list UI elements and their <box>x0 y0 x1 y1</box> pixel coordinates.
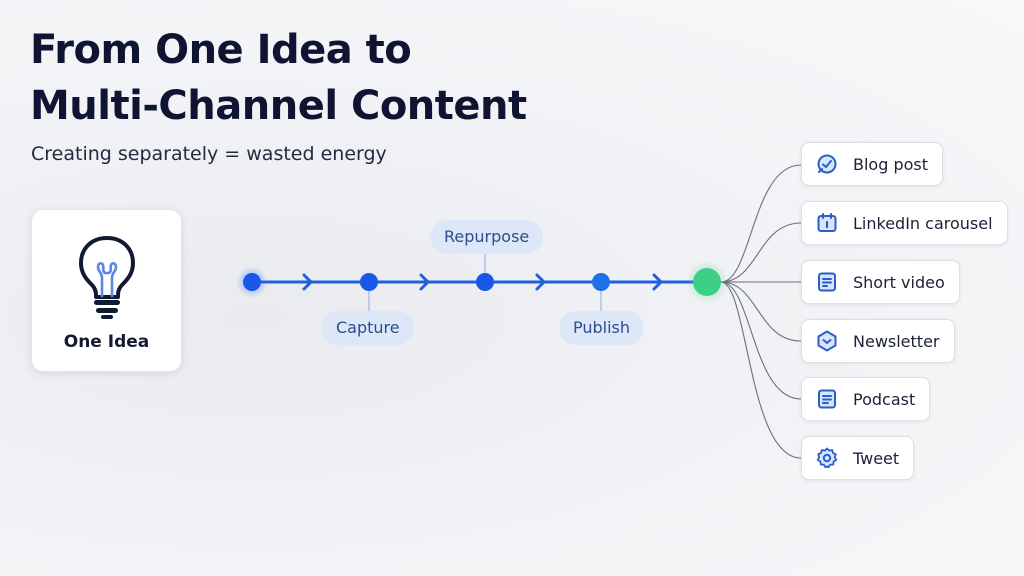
arrow-chevron-2 <box>419 273 430 291</box>
repurpose-node <box>476 273 494 291</box>
title-line-2: Multi-Channel Content <box>30 83 527 129</box>
step-publish-label: Publish <box>573 318 631 337</box>
branch-lines <box>720 164 802 459</box>
page-title: From One Idea to Multi-Channel Content <box>30 22 527 134</box>
one-idea-card: One Idea <box>31 209 182 372</box>
channel-blog-post: Blog post <box>801 142 944 186</box>
channel-newsletter-label: Newsletter <box>853 331 940 351</box>
channel-podcast: Podcast <box>801 377 931 421</box>
channel-tweet: Tweet <box>801 436 915 480</box>
step-capture: Capture <box>322 311 414 345</box>
channel-linkedin-carousel-label: LinkedIn carousel <box>853 213 993 233</box>
lightbulb-icon <box>79 236 135 319</box>
channel-linkedin-carousel: LinkedIn carousel <box>801 201 1008 245</box>
channel-short-video-label: Short video <box>853 272 945 292</box>
end-node <box>693 268 721 296</box>
capture-node <box>360 273 378 291</box>
podcast-icon <box>818 389 836 409</box>
start-node <box>243 273 261 291</box>
step-repurpose: Repurpose <box>430 220 544 254</box>
branch-line-tweet <box>720 281 802 459</box>
carousel-icon <box>817 213 837 232</box>
channel-tweet-label: Tweet <box>853 448 900 468</box>
channel-short-video: Short video <box>801 260 960 304</box>
branch-line-linkedin <box>720 222 802 283</box>
arrow-chevron-4 <box>652 273 663 291</box>
channel-podcast-label: Podcast <box>853 389 916 409</box>
blog-icon <box>817 154 837 174</box>
step-repurpose-label: Repurpose <box>444 227 530 246</box>
publish-node <box>592 273 610 291</box>
branch-line-blog <box>720 164 802 283</box>
branch-line-podcast <box>720 281 802 400</box>
step-publish: Publish <box>559 311 645 345</box>
newsletter-icon <box>817 330 837 352</box>
step-capture-label: Capture <box>336 318 400 337</box>
branch-line-newsletter <box>720 281 802 342</box>
channel-newsletter: Newsletter <box>801 319 955 363</box>
video-icon <box>818 272 836 292</box>
arrow-chevron-1 <box>302 273 313 291</box>
one-idea-label: One Idea <box>63 332 150 352</box>
page-subtitle: Creating separately = wasted energy <box>31 143 387 165</box>
tweet-icon <box>816 447 838 469</box>
title-line-1: From One Idea to <box>30 27 412 73</box>
arrow-chevron-3 <box>535 273 546 291</box>
channel-blog-post-label: Blog post <box>853 154 929 174</box>
